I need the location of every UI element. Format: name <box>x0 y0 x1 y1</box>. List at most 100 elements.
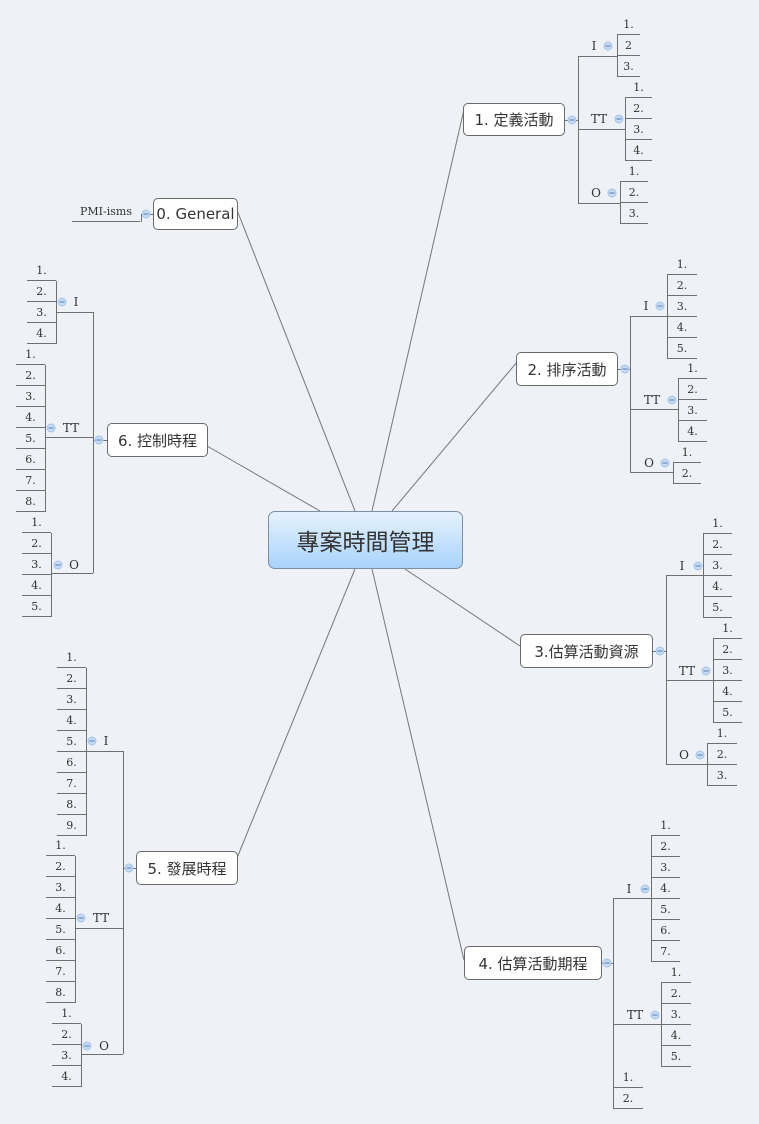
collapse-toggle-icon[interactable] <box>94 435 104 445</box>
branch-topic-6[interactable]: 6. 控制時程 <box>107 423 208 457</box>
leaf-topic[interactable]: 3. <box>617 57 640 77</box>
leaf-topic[interactable]: 4. <box>703 577 732 597</box>
leaf-topic[interactable]: 3. <box>16 387 45 407</box>
leaf-topic[interactable]: 3. <box>651 858 680 878</box>
leaf-topic[interactable]: 3. <box>52 1046 81 1066</box>
group-label-o[interactable]: O <box>69 558 79 572</box>
collapse-toggle-icon[interactable] <box>602 958 612 968</box>
leaf-topic[interactable]: 2. <box>16 366 45 386</box>
leaf-topic[interactable]: 6. <box>46 941 75 961</box>
collapse-toggle-icon[interactable] <box>603 41 613 51</box>
leaf-topic[interactable]: 7. <box>46 962 75 982</box>
leaf-topic[interactable]: 4. <box>667 318 697 338</box>
leaf-topic[interactable]: 6. <box>16 450 45 470</box>
leaf-topic[interactable]: 8. <box>16 492 45 512</box>
collapse-toggle-icon[interactable] <box>620 364 630 374</box>
leaf-topic[interactable]: 4. <box>46 899 75 919</box>
collapse-toggle-icon[interactable] <box>57 297 67 307</box>
branch-topic-2[interactable]: 2. 排序活動 <box>516 352 618 386</box>
leaf-topic[interactable]: 3. <box>667 297 697 317</box>
leaf-topic[interactable]: 5. <box>651 900 680 920</box>
group-label-i[interactable]: I <box>643 299 649 313</box>
group-label-tt[interactable]: TT <box>62 421 80 435</box>
group-label-tt[interactable]: TT <box>678 664 696 678</box>
leaf-topic[interactable]: 3. <box>620 204 648 224</box>
group-label-tt[interactable]: TT <box>643 393 661 407</box>
group-label-tt[interactable]: TT <box>626 1008 644 1022</box>
leaf-topic[interactable]: 7. <box>57 774 86 794</box>
leaf-topic[interactable]: 4. <box>27 324 56 344</box>
leaf-topic[interactable]: 3. <box>22 555 51 575</box>
leaf-topic[interactable]: 3. <box>661 1005 691 1025</box>
leaf-topic[interactable]: 2. <box>22 534 51 554</box>
collapse-toggle-icon[interactable] <box>567 115 577 124</box>
leaf-topic[interactable]: 2. <box>713 640 742 660</box>
leaf-topic[interactable]: 7. <box>651 942 680 962</box>
leaf-topic[interactable]: 5. <box>16 429 45 449</box>
group-label-i[interactable]: I <box>103 734 109 748</box>
leaf-topic[interactable]: 5. <box>667 339 697 359</box>
leaf-topic[interactable]: 2. <box>678 380 707 400</box>
leaf-topic[interactable]: 1. <box>661 963 691 983</box>
leaf-topic[interactable]: 6. <box>57 753 86 773</box>
collapse-toggle-icon[interactable] <box>695 750 705 760</box>
collapse-toggle-icon[interactable] <box>53 560 63 570</box>
collapse-toggle-icon[interactable] <box>701 666 711 676</box>
leaf-topic[interactable]: 5. <box>661 1047 691 1067</box>
leaf-topic[interactable]: 1. <box>16 345 45 365</box>
leaf-topic[interactable]: 2. <box>673 464 701 484</box>
branch-topic-3[interactable]: 3.估算活動資源 <box>520 634 653 668</box>
leaf-topic[interactable]: 1. <box>651 816 680 836</box>
collapse-toggle-icon[interactable] <box>660 458 670 468</box>
leaf-topic[interactable]: 5. <box>57 732 86 752</box>
leaf-topic[interactable]: 5. <box>22 597 51 617</box>
leaf-topic[interactable]: 4. <box>22 576 51 596</box>
leaf-topic[interactable]: 1. <box>22 513 51 533</box>
leaf-topic[interactable]: 1. <box>667 255 697 275</box>
leaf-topic[interactable]: 4. <box>651 879 680 899</box>
leaf-topic[interactable]: 1. <box>617 15 640 35</box>
leaf-topic[interactable]: 8. <box>57 795 86 815</box>
group-label-i[interactable]: I <box>679 559 685 573</box>
group-label-o[interactable]: O <box>679 748 689 762</box>
leaf-topic[interactable]: 1. <box>620 162 648 182</box>
collapse-toggle-icon[interactable] <box>82 1041 92 1051</box>
leaf-topic[interactable]: 6. <box>651 921 680 941</box>
collapse-toggle-icon[interactable] <box>46 423 56 433</box>
leaf-topic[interactable]: 3. <box>707 766 737 786</box>
leaf-topic[interactable]: 4. <box>52 1067 81 1087</box>
collapse-toggle-icon[interactable] <box>607 188 617 198</box>
collapse-toggle-icon[interactable] <box>655 646 665 656</box>
leaf-topic[interactable]: 1. <box>613 1068 643 1088</box>
collapse-toggle-icon[interactable] <box>124 863 134 873</box>
branch-topic-5[interactable]: 5. 發展時程 <box>136 851 238 885</box>
group-label-i[interactable]: I <box>591 39 597 53</box>
leaf-topic[interactable]: 3. <box>57 690 86 710</box>
leaf-topic[interactable]: 9. <box>57 816 86 836</box>
leaf-topic[interactable]: 3. <box>27 303 56 323</box>
leaf-topic[interactable]: 5. <box>703 598 732 618</box>
leaf-topic[interactable]: 1. <box>625 78 652 98</box>
leaf-topic[interactable]: 1. <box>703 514 732 534</box>
leaf-topic[interactable]: 2. <box>46 857 75 877</box>
collapse-toggle-icon[interactable] <box>76 913 86 923</box>
group-label-tt[interactable]: TT <box>590 112 608 126</box>
leaf-topic[interactable]: 4. <box>678 422 707 442</box>
group-label-o[interactable]: O <box>591 186 601 200</box>
leaf-topic[interactable]: 3. <box>703 556 732 576</box>
leaf-topic[interactable]: 2. <box>27 282 56 302</box>
leaf-topic[interactable]: 3. <box>46 878 75 898</box>
collapse-toggle-icon[interactable] <box>667 395 677 405</box>
collapse-toggle-icon[interactable] <box>614 114 624 124</box>
collapse-toggle-icon[interactable] <box>640 884 650 894</box>
leaf-topic[interactable]: 2. <box>661 984 691 1004</box>
leaf-topic[interactable]: 1. <box>713 619 742 639</box>
branch-topic-1[interactable]: 1. 定義活動 <box>463 103 565 136</box>
leaf-topic[interactable]: 2. <box>613 1089 643 1109</box>
collapse-toggle-icon[interactable] <box>655 301 665 311</box>
group-label-i[interactable]: I <box>73 295 79 309</box>
collapse-toggle-icon[interactable] <box>87 736 97 746</box>
collapse-toggle-icon[interactable] <box>650 1010 660 1020</box>
leaf-topic[interactable]: 2. <box>651 837 680 857</box>
leaf-topic[interactable]: 2. <box>52 1025 81 1045</box>
